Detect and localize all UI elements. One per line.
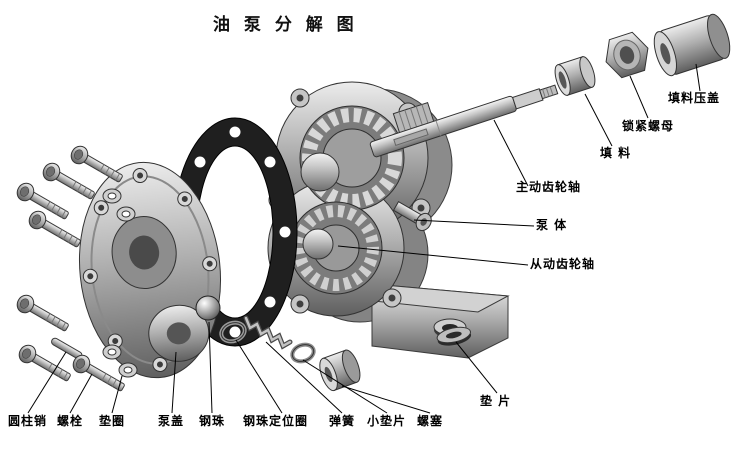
pump-body-drawing — [267, 81, 510, 359]
leader-washer — [111, 375, 123, 414]
leader-driven-gear-shaft — [337, 245, 529, 266]
label-driven-gear-shaft: 从动齿轮轴 — [530, 257, 596, 271]
leader-steel-ball — [208, 321, 213, 414]
label-driving-gear-shaft: 主动齿轮轴 — [516, 180, 582, 194]
packing-drawing — [554, 56, 596, 96]
label-packing-gland: 填料压盖 — [668, 91, 721, 105]
lock-nut-drawing — [605, 31, 649, 79]
leader-pump-body — [413, 219, 535, 227]
label-base-gasket: 垫 片 — [480, 394, 512, 408]
label-small-gasket: 小垫片 — [367, 414, 407, 428]
label-steel-ball: 钢珠 — [199, 414, 226, 428]
steel-ball-drawing — [195, 295, 221, 321]
label-pump-cover: 泵盖 — [158, 414, 185, 428]
leader-bolt — [69, 373, 93, 414]
label-cylindrical-pin: 圆柱销 — [8, 414, 48, 428]
spring-drawing — [243, 315, 293, 350]
leader-ball-retainer — [235, 339, 283, 414]
leader-spring — [265, 341, 343, 414]
base-gasket-drawing — [436, 326, 472, 346]
small-gasket-drawing — [290, 342, 316, 364]
leader-cylindrical-pin — [27, 351, 67, 414]
leader-packing-gland — [695, 63, 701, 92]
label-lock-nut: 锁紧螺母 — [622, 119, 675, 133]
label-bolt: 螺栓 — [57, 414, 84, 428]
leader-screw-plug — [341, 385, 431, 414]
pump-cover-drawing — [78, 161, 222, 379]
diagram-title: 油 泵 分 解 图 — [213, 15, 358, 35]
label-spring: 弹簧 — [329, 414, 356, 428]
label-pump-body: 泵 体 — [536, 218, 568, 232]
label-packing: 填 料 — [600, 146, 632, 160]
leader-driving-gear-shaft — [493, 119, 529, 187]
packing-gland-drawing — [653, 13, 731, 77]
driving-gear-shaft-drawing — [369, 84, 559, 158]
leader-packing — [584, 93, 613, 147]
leader-lock-nut — [629, 75, 649, 119]
leader-lines — [27, 63, 701, 414]
leader-pump-cover — [171, 351, 177, 414]
leader-base-gasket — [455, 341, 498, 394]
screw-plug-drawing — [319, 349, 361, 392]
label-washer: 垫圈 — [99, 414, 126, 428]
label-screw-plug: 螺塞 — [417, 414, 444, 428]
label-ball-retainer-ring: 钢珠定位圈 — [243, 414, 309, 428]
